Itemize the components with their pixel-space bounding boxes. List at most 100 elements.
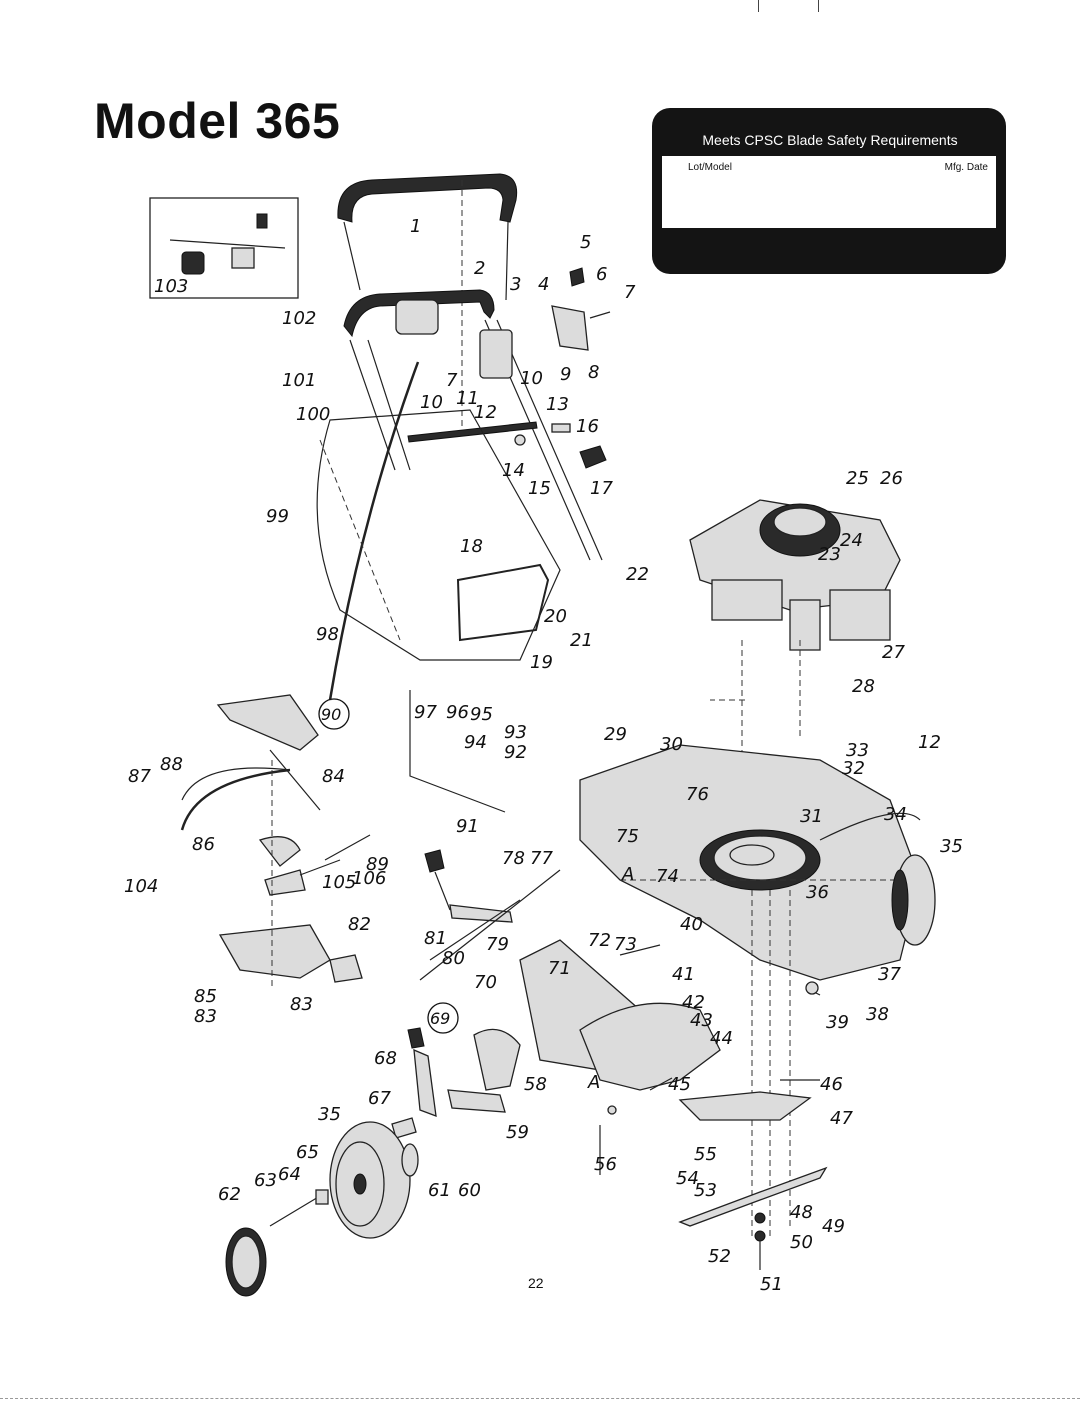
svg-text:48: 48 — [790, 1202, 813, 1223]
svg-text:31: 31 — [800, 806, 823, 827]
crop-mark — [818, 0, 819, 12]
page-title: Model 365 — [94, 93, 341, 149]
svg-text:65: 65 — [296, 1142, 319, 1163]
lot-model-label: Lot/Model — [688, 162, 732, 173]
svg-text:84: 84 — [322, 766, 345, 787]
svg-text:89: 89 — [366, 854, 389, 875]
svg-text:51: 51 — [760, 1274, 783, 1295]
svg-text:58: 58 — [524, 1074, 547, 1095]
circled-label-90 — [318, 698, 350, 730]
svg-text:7: 7 — [624, 282, 636, 303]
inset-parts — [169, 213, 286, 275]
svg-text:55: 55 — [694, 1144, 717, 1165]
svg-text:64: 64 — [278, 1164, 301, 1185]
svg-text:59: 59 — [506, 1122, 529, 1143]
svg-text:18: 18 — [460, 536, 483, 557]
svg-text:12: 12 — [474, 402, 497, 423]
svg-text:83: 83 — [290, 994, 313, 1015]
svg-text:101: 101 — [282, 370, 316, 391]
front-wheel — [329, 1121, 419, 1239]
deflector-shield — [216, 694, 319, 751]
svg-text:4: 4 — [538, 274, 549, 295]
svg-text:27: 27 — [882, 642, 905, 663]
svg-text:71: 71 — [548, 958, 571, 979]
svg-text:98: 98 — [316, 624, 339, 645]
mower-deck — [579, 744, 921, 981]
svg-text:102: 102 — [282, 308, 316, 329]
svg-text:40: 40 — [680, 914, 703, 935]
svg-text:16: 16 — [576, 416, 599, 437]
cpsc-fields: Lot/Model Mfg. Date — [662, 156, 996, 228]
svg-text:35: 35 — [940, 836, 963, 857]
svg-text:62: 62 — [218, 1184, 241, 1205]
svg-text:25: 25 — [846, 468, 869, 489]
svg-text:28: 28 — [852, 676, 875, 697]
svg-text:86: 86 — [192, 834, 215, 855]
svg-text:15: 15 — [528, 478, 551, 499]
svg-text:30: 30 — [660, 734, 683, 755]
mfg-date-label: Mfg. Date — [944, 162, 988, 173]
svg-text:73: 73 — [614, 934, 637, 955]
svg-text:17: 17 — [590, 478, 613, 499]
svg-text:76: 76 — [686, 784, 709, 805]
svg-text:61: 61 — [428, 1180, 451, 1201]
svg-text:93: 93 — [504, 722, 527, 743]
svg-text:35: 35 — [318, 1104, 341, 1125]
svg-text:81: 81 — [424, 928, 447, 949]
svg-text:106: 106 — [352, 868, 386, 889]
svg-text:79: 79 — [486, 934, 509, 955]
svg-text:70: 70 — [474, 972, 497, 993]
svg-text:14: 14 — [502, 460, 525, 481]
svg-text:7: 7 — [446, 370, 458, 391]
svg-text:104: 104 — [124, 876, 158, 897]
svg-text:43: 43 — [690, 1010, 713, 1031]
svg-text:38: 38 — [866, 1004, 889, 1025]
svg-text:91: 91 — [456, 816, 479, 837]
page-number: 22 — [528, 1275, 544, 1291]
svg-text:42: 42 — [682, 992, 705, 1013]
svg-text:83: 83 — [194, 1006, 217, 1027]
svg-text:36: 36 — [806, 882, 829, 903]
svg-text:11: 11 — [456, 388, 479, 409]
svg-text:37: 37 — [878, 964, 901, 985]
svg-text:88: 88 — [160, 754, 183, 775]
bag-frame — [456, 563, 550, 642]
svg-text:20: 20 — [544, 606, 567, 627]
svg-text:105: 105 — [322, 872, 356, 893]
svg-text:78: 78 — [502, 848, 525, 869]
svg-text:46: 46 — [820, 1074, 843, 1095]
svg-text:47: 47 — [830, 1108, 853, 1129]
svg-text:103: 103 — [154, 276, 188, 297]
svg-text:2: 2 — [474, 258, 485, 279]
svg-text:12: 12 — [918, 732, 941, 753]
crop-mark — [758, 0, 759, 12]
svg-text:29: 29 — [604, 724, 627, 745]
upper-handle — [337, 173, 518, 223]
svg-text:67: 67 — [368, 1088, 391, 1109]
svg-text:96: 96 — [446, 702, 469, 723]
svg-text:97: 97 — [414, 702, 437, 723]
hubcap — [225, 1227, 267, 1297]
svg-text:56: 56 — [594, 1154, 617, 1175]
svg-text:22: 22 — [626, 564, 649, 585]
svg-text:33: 33 — [846, 740, 869, 761]
svg-text:100: 100 — [296, 404, 330, 425]
svg-text:68: 68 — [374, 1048, 397, 1069]
inset-box — [149, 197, 299, 299]
svg-text:90: 90 — [321, 705, 341, 724]
svg-text:24: 24 — [840, 530, 863, 551]
svg-text:82: 82 — [348, 914, 371, 935]
svg-text:21: 21 — [570, 630, 593, 651]
svg-text:49: 49 — [822, 1216, 845, 1237]
svg-text:75: 75 — [616, 826, 639, 847]
mower-blade — [678, 1166, 828, 1227]
grass-bag — [316, 409, 561, 661]
lower-handle — [343, 289, 495, 338]
svg-text:26: 26 — [880, 468, 903, 489]
svg-text:13: 13 — [546, 394, 569, 415]
svg-text:32: 32 — [842, 758, 865, 779]
svg-text:54: 54 — [676, 1168, 699, 1189]
svg-text:8: 8 — [588, 362, 599, 383]
svg-text:85: 85 — [194, 986, 217, 1007]
svg-text:95: 95 — [470, 704, 493, 725]
